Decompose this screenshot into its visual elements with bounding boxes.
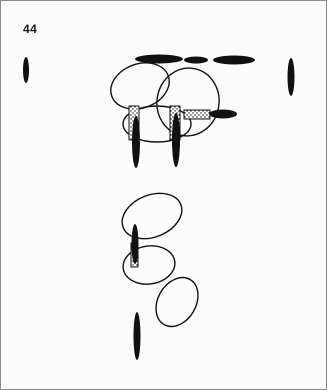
lower-dark-stem (132, 224, 139, 264)
left-dark-stem (132, 116, 140, 168)
lower-oval-cluster (115, 185, 206, 334)
left-vertical-bar (23, 57, 29, 83)
stipple-arm (184, 110, 210, 119)
right-dark-stem (172, 113, 180, 167)
lower-oval-top (115, 185, 188, 247)
lower-oval-middle (121, 243, 178, 288)
upper-oval-cluster (104, 55, 237, 168)
bottom-vertical-bar (134, 312, 141, 360)
upper-oval-right (152, 63, 225, 141)
top-dash-2 (184, 57, 208, 64)
right-vertical-bar (288, 58, 295, 96)
lower-oval-bottom (148, 270, 207, 334)
top-dash-1 (135, 55, 183, 64)
top-dash-3 (213, 56, 255, 65)
dark-arm-end (209, 110, 237, 119)
